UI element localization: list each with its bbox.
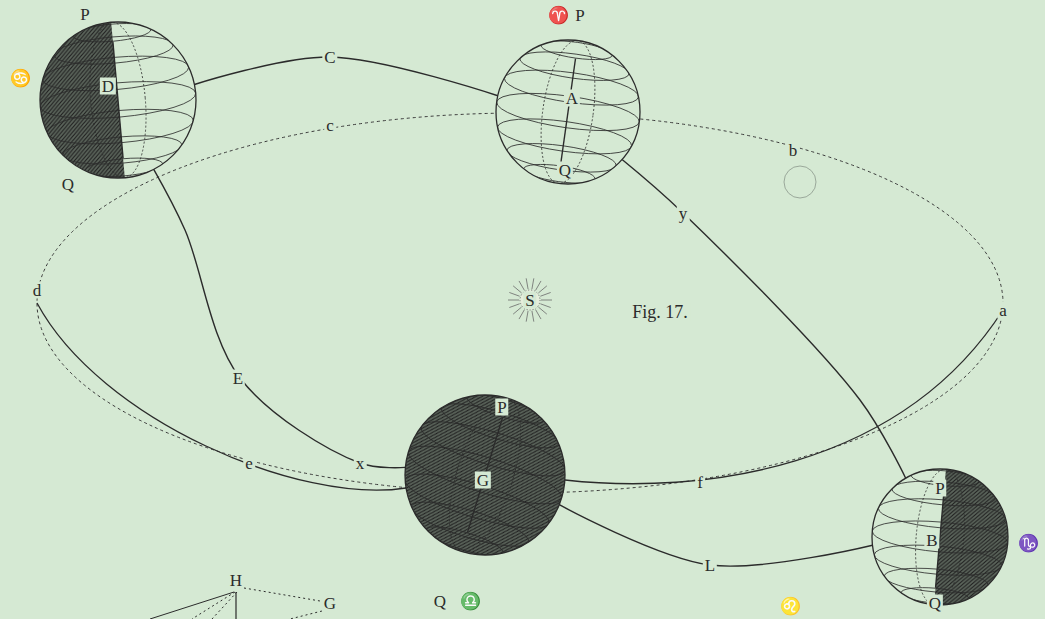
sun-ray [540,292,550,296]
globe-letter: Q [557,162,573,179]
figure-line [192,592,235,619]
point-letter: f [695,474,705,491]
globe-letter: Q [60,176,76,193]
point-letter: G [322,595,338,612]
sun-ray [509,304,519,308]
orbit-path [194,57,497,96]
sun-ray [538,307,546,314]
globe-outline [405,395,565,555]
globe-letter: S [523,292,536,309]
sun-ray [526,311,528,322]
orbit-line [565,310,1003,484]
night-shading [31,20,125,186]
orbit-letter: L [703,557,717,574]
sun-ray [538,286,546,293]
globe-letter: ♑ [1016,535,1041,552]
earth-globe: ♈PAQ [496,40,640,184]
figure-line [235,592,236,619]
sun-ray [513,307,521,314]
point-letter: d [31,282,44,299]
globe-letter: P [78,6,91,23]
parallel-line [424,521,506,561]
globe-letter: P [933,480,946,497]
sun-ray [540,304,550,308]
sun-disc [520,290,540,310]
figure-line [244,588,320,601]
axis-line [113,42,123,159]
globe-outline [872,469,1008,605]
sun-ray [513,286,521,293]
sun-ray [536,310,542,320]
point-letter: e [243,455,255,472]
point-letter: H [228,572,244,589]
meridian-line [910,467,969,607]
night-shading [934,467,1016,613]
sun-ray [532,311,534,322]
axis-line [560,59,575,166]
globe-letter: P [495,399,508,416]
figure-line [290,611,322,619]
orbit-letter: y [677,205,690,222]
sun-ray [541,300,552,301]
point-letter: b [787,142,800,159]
orbit-path [622,160,906,479]
parallel-line [73,21,152,45]
figure-line [212,592,237,619]
globe-symbol [40,22,196,178]
parallel-line [464,389,546,429]
point-letter: a [997,302,1009,319]
axis-line [467,418,502,533]
globe-letter: ♎ [458,593,483,610]
sun-ray [519,310,525,320]
globe-letter: ♈ [546,7,571,24]
sun-ray [508,300,519,301]
point-letter: E [231,370,245,387]
orbit-letter: C [322,49,337,66]
globe-letter: G [475,472,491,489]
globe-letter: P [573,7,586,24]
orbit-line [37,303,406,490]
earth-globe: P♋DQ [40,22,196,178]
meridian-line [533,37,603,187]
earth-globe: PB♑Q [872,469,1008,605]
figure-line [150,592,234,619]
point-letter: ♌ [778,598,803,615]
globe-letter: Q [432,593,448,610]
meridian-line [435,390,535,559]
orbit-path [154,169,406,467]
globe-letter: Q [927,595,943,612]
globe-outline [40,22,196,178]
figure-caption: Fig. 17. [630,303,690,321]
parallel-line [403,435,566,515]
sun-ray [519,281,525,291]
globe-letter: A [564,90,580,107]
globe-ground [496,40,640,184]
sun-ray [509,292,519,296]
orbit-letter: x [354,455,367,472]
parallel-line [540,37,614,63]
earth-globe: PGQ♎ [405,395,565,555]
sun-ray [536,281,542,291]
point-letter: c [324,117,336,134]
sun-ray [532,278,534,289]
globe-letter: B [924,532,939,549]
globe-letter: ♋ [8,70,33,87]
night-shading [383,373,588,578]
globe-outline [496,40,640,184]
globe-letter: D [100,78,116,95]
sun-ray [526,278,528,289]
faint-circle [784,166,816,198]
meridian-line [84,20,152,180]
sun-node: S [508,278,552,322]
